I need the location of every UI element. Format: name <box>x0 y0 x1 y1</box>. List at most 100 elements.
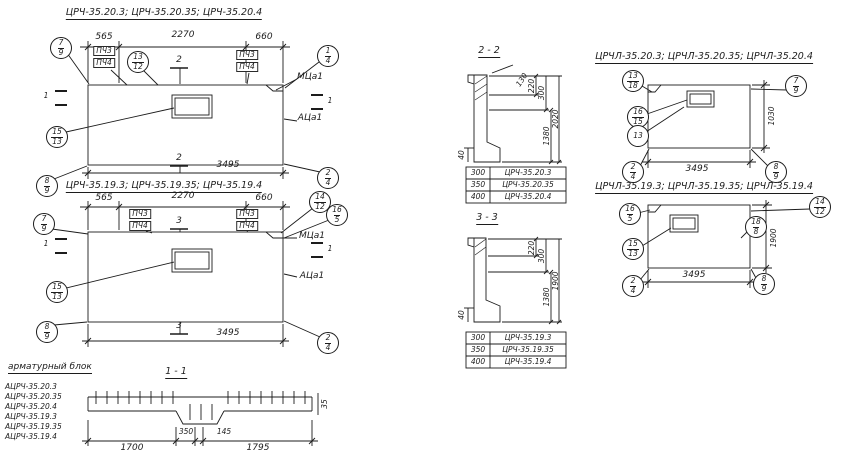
lb-callout-7-9: 7 9 <box>33 213 55 235</box>
rb-title: ЦРЧЛ-35.19.3; ЦРЧЛ-35.19.35; ЦРЧЛ-35.19.… <box>595 181 813 194</box>
s22-table-mark: ЦРЧ-35.20.4 <box>504 192 552 201</box>
s22-table-mark: ЦРЧ-35.20.35 <box>502 180 554 189</box>
callout-number: 4 <box>629 171 637 181</box>
rt-window-opening-inner <box>689 93 712 105</box>
callout-number: 12 <box>814 206 826 216</box>
rt-corner-notch <box>648 84 662 93</box>
s22-table-width: 400 <box>470 192 486 201</box>
s22-dim-2020: 2020 <box>551 109 561 129</box>
callout-number: 8 <box>44 322 50 332</box>
lt-label-pch4-right: ПЧ4 <box>236 62 258 72</box>
rb-dim-1900: 1900 <box>769 228 779 248</box>
callout-number: 14 <box>315 192 325 202</box>
callout-number: 13 <box>633 130 643 140</box>
lt-label-pch3-left: ПЧ3 <box>93 46 115 56</box>
callout-number: 15 <box>52 127 62 137</box>
callout-number: 7 <box>58 38 64 48</box>
rt-dim-3495: 3495 <box>685 164 709 174</box>
s22-table-frame <box>465 166 567 204</box>
lb-label-aca1: АЦа1 <box>299 271 325 281</box>
s22-table-width: 350 <box>470 180 486 189</box>
callout-number: 9 <box>43 185 51 195</box>
rebar-linework <box>82 391 319 446</box>
callout-number: 2 <box>325 168 331 178</box>
lb-dim-660: 660 <box>255 193 273 203</box>
rb-callout-2-4: 2 4 <box>622 275 644 297</box>
lb-dim-2270: 2270 <box>171 191 195 201</box>
lb-callout-14-12: 14 12 <box>309 191 331 213</box>
s33-linework <box>464 236 567 369</box>
lt-callout-2-4: 2 4 <box>317 167 339 189</box>
callout-number: 8 <box>773 162 779 172</box>
lt-label-pch4-left: ПЧ4 <box>93 58 115 68</box>
lb-dim-565: 565 <box>95 193 113 203</box>
rb-callout-14-12: 14 12 <box>809 196 831 218</box>
s22-linework <box>464 64 567 204</box>
lb-label-pch3-right: ПЧ3 <box>236 209 258 219</box>
lt-window-opening <box>171 94 213 119</box>
s33-table-width: 350 <box>470 345 486 354</box>
rebar-dim-1795: 1795 <box>246 443 270 453</box>
callout-number: 2 <box>630 276 636 286</box>
rt-dim-1030: 1030 <box>767 106 777 126</box>
lt-callout-15-13: 15 13 <box>46 126 68 148</box>
callout-number: 14 <box>815 197 825 207</box>
callout-number: 18 <box>627 80 639 90</box>
lb-callout-16-5: 16 5 <box>326 204 348 226</box>
rebar-caption: арматурный блок <box>8 362 92 375</box>
rebar-section-title: 1 - 1 <box>165 366 187 379</box>
rt-title: ЦРЧЛ-35.20.3; ЦРЧЛ-35.20.35; ЦРЧЛ-35.20.… <box>595 51 813 64</box>
rb-window-opening-inner <box>672 217 696 230</box>
rt-callout-2-4: 2 4 <box>622 161 644 183</box>
callout-number: 2 <box>325 333 331 343</box>
rb-callout-16-5: 16 5 <box>619 203 641 225</box>
s22-title: 2 - 2 <box>478 45 500 58</box>
callout-number: 16 <box>633 107 643 117</box>
lb-label-pch4-right: ПЧ4 <box>236 221 258 231</box>
callout-number: 15 <box>52 282 62 292</box>
callout-number: 13 <box>133 52 143 62</box>
rebar-dim-145: 145 <box>216 427 232 436</box>
callout-number: 5 <box>333 214 341 224</box>
lt-callout-13-12: 13 12 <box>127 51 149 73</box>
lt-callout-8-9: 8 9 <box>36 175 58 197</box>
callout-number: 8 <box>44 176 50 186</box>
lb-window-opening <box>171 248 213 273</box>
s33-table-width: 400 <box>470 357 486 366</box>
lb-cut-mark-left: 1 <box>43 239 49 248</box>
rebar-dim-35: 35 <box>320 399 330 409</box>
rt-callout-7-9: 7 9 <box>785 75 807 97</box>
rebar-item: АЦРЧ-35.19.3 <box>5 412 57 421</box>
s33-dim-1380: 1380 <box>542 287 552 307</box>
lt-callout-7-9: 7 9 <box>50 37 72 59</box>
callout-number: 7 <box>793 76 799 86</box>
callout-number: 9 <box>772 171 780 181</box>
lt-panel-linework <box>53 41 323 180</box>
callout-number: 12 <box>314 201 326 211</box>
callout-number: 9 <box>792 85 800 95</box>
lb-panel-linework <box>51 201 330 347</box>
lb-callout-2-4: 2 4 <box>317 332 339 354</box>
callout-number: 2 <box>630 162 636 172</box>
lt-label-pch3-right: ПЧ3 <box>236 50 258 60</box>
s22-dim-220: 220 <box>527 78 537 94</box>
lt-title: ЦРЧ-35.20.3; ЦРЧ-35.20.35; ЦРЧ-35.20.4 <box>65 7 263 20</box>
callout-number: 9 <box>40 223 48 233</box>
s33-dim-40: 40 <box>457 310 467 320</box>
rb-callout-8-9: 8 9 <box>753 273 775 295</box>
s33-dim-220: 220 <box>527 240 537 256</box>
s33-title: 3 - 3 <box>476 212 498 225</box>
callout-number: 1 <box>325 46 331 56</box>
lb-section-mark-top: 3 <box>176 216 182 226</box>
s33-table-mark: ЦРЧ-35.19.4 <box>504 357 552 366</box>
callout-number: 15 <box>632 116 644 126</box>
lb-corner-notch <box>265 231 283 239</box>
callout-number: 4 <box>324 55 332 65</box>
lb-label-pch3-left: ПЧ3 <box>129 209 151 219</box>
lb-dim-3495: 3495 <box>216 328 240 338</box>
rb-panel-outline <box>647 204 751 269</box>
lt-label-mca1: МЦа1 <box>297 72 323 82</box>
rb-callout-18-8: 18 8 <box>745 216 767 238</box>
